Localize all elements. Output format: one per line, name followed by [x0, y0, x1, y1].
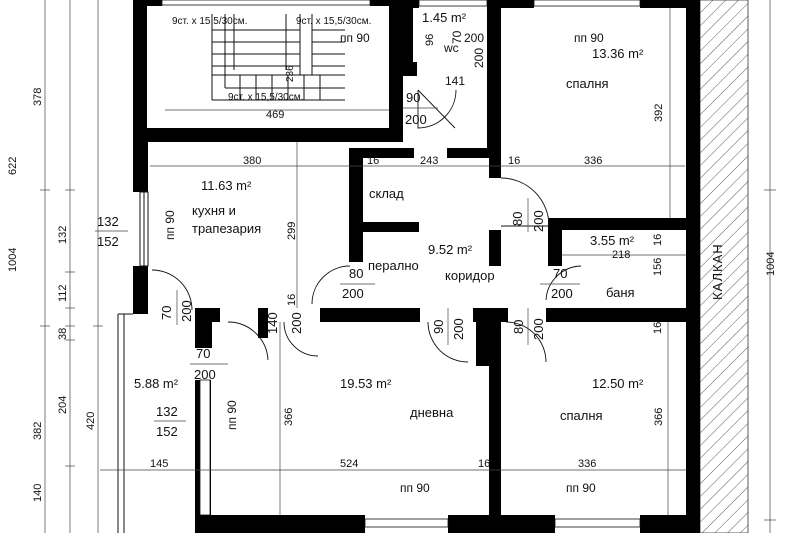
corridor-area: 9.52 m² [428, 242, 473, 257]
firewall-hatch [699, 0, 749, 533]
kitchen-name-2: трапезария [192, 221, 261, 236]
entry-inner-door-h: 200 [194, 367, 216, 382]
bathroom-door-h: 200 [551, 286, 573, 301]
dim-bottom-16: 16 [478, 458, 490, 470]
kitchen-window-frac-bot: 152 [97, 234, 119, 249]
dim-140: 140 [32, 484, 44, 502]
kitchen-living-door-w: 140 [265, 312, 280, 334]
wc-window-vert: 200 [472, 48, 486, 68]
kitchen-living-door-h: 200 [289, 312, 304, 334]
dim-bottom-145: 145 [150, 458, 168, 470]
bedroom-top-door-w: 80 [510, 212, 525, 226]
kitchen-name-1: кухня и [192, 203, 236, 218]
dim-1004-right: 1004 [765, 252, 777, 276]
bedroom-top-name: спалня [566, 76, 609, 91]
kitchen-side-door-w: 70 [159, 306, 174, 320]
dim-living-height: 366 [283, 408, 295, 426]
entry-area: 5.88 m² [134, 376, 179, 391]
dim-kitchen-height: 299 [286, 222, 298, 240]
window-stair-top: пп 90 [340, 31, 370, 45]
staircase: 9ст. х 15,5/30см. 9ст. х 15,5/30см. 9ст.… [165, 14, 395, 121]
kitchen-side-door-h: 200 [179, 300, 194, 322]
stairs-label-top-right: 9ст. х 15,5/30см. [296, 16, 371, 27]
bathroom-door-w: 70 [553, 266, 567, 281]
door-labels: 70 200 200 141 90 200 80 200 80 200 70 2… [159, 30, 580, 382]
bedroom-bottom-area: 12.50 m² [592, 376, 644, 391]
window-entry-side: пп 90 [225, 400, 239, 430]
dim-382: 382 [32, 422, 44, 440]
bedroom-bottom-door-h: 200 [531, 318, 546, 340]
dim-bath-16-bottom: 16 [652, 322, 664, 334]
bedroom-bottom-door-w: 80 [511, 320, 526, 334]
wc-window: 200 [464, 31, 484, 45]
interior-dimensions: 380 16 243 16 336 392 299 16 16 218 156 … [100, 8, 686, 515]
right-dimension: 1004 [764, 0, 777, 533]
dim-132: 132 [57, 226, 69, 244]
dim-bed-top-height: 392 [653, 104, 665, 122]
wc-door-w: 70 [450, 30, 464, 44]
laundry-name: перално [368, 258, 419, 273]
door-swings [151, 89, 582, 363]
wc-area: 1.45 m² [422, 10, 467, 25]
bedroom-top-door-h: 200 [531, 210, 546, 232]
bathroom-area: 3.55 m² [590, 233, 635, 248]
corridor-name: коридор [445, 268, 495, 283]
bedroom-top-area: 13.36 m² [592, 46, 644, 61]
dim-bath-width: 218 [612, 249, 630, 261]
stairs-width: 236 [285, 65, 296, 82]
dim-112: 112 [57, 284, 69, 302]
dim-bottom-524: 524 [340, 458, 358, 470]
kitchen-area: 11.63 m² [201, 178, 252, 193]
living-name: дневна [410, 405, 454, 420]
left-dimension-lines [40, 0, 103, 533]
wc-door-h: 141 [445, 74, 465, 88]
entrance-hall-door-h: 200 [405, 112, 427, 127]
dim-kitchen-width: 380 [243, 155, 261, 167]
room-labels: 1.45 m² wc 13.36 m² спалня пп 90 11.63 m… [134, 10, 644, 495]
dim-bedroom-bottom-height: 366 [653, 408, 665, 426]
dim-204: 204 [57, 396, 69, 414]
dim-1004-left: 1004 [7, 248, 19, 272]
storage-name: склад [369, 186, 404, 201]
stairs-length: 469 [266, 109, 284, 121]
entry-window-frac-bot: 152 [156, 424, 178, 439]
dim-420: 420 [85, 412, 97, 430]
dim-38: 38 [57, 328, 69, 340]
window-fractions: 132 152 пп 90 132 152 пп 90 [95, 210, 239, 439]
entrance-hall-door-w: 90 [406, 90, 420, 105]
dim-bath-16-top: 16 [652, 234, 664, 246]
window-bedroom-top: пп 90 [574, 31, 604, 45]
window-kitchen-side: пп 90 [163, 210, 177, 240]
bathroom-name: баня [606, 285, 635, 300]
living-door-w: 90 [431, 320, 446, 334]
dim-storage-243: 243 [420, 155, 438, 167]
dim-kitchen-16: 16 [286, 294, 298, 306]
dim-bath-height: 156 [652, 258, 664, 276]
window-bedroom-bottom: пп 90 [566, 481, 596, 495]
entry-inner-door-w: 70 [196, 346, 210, 361]
stairs-label-top-left: 9ст. х 15,5/30см. [172, 16, 247, 27]
laundry-door-h: 200 [342, 286, 364, 301]
walls [133, 0, 700, 533]
dim-storage-16: 16 [367, 155, 379, 167]
living-door-h: 200 [451, 318, 466, 340]
dim-wc-96: 96 [424, 34, 436, 46]
left-dimension-texts: 378 622 1004 132 112 38 382 204 420 140 [7, 88, 97, 502]
firewall-label: КАЛКАН [710, 243, 725, 300]
dim-bed-top-width: 336 [584, 155, 602, 167]
dim-bed-top-16: 16 [508, 155, 520, 167]
stairs-label-bottom: 9ст. х 15,5/30см. [228, 92, 303, 103]
dim-378: 378 [32, 88, 44, 106]
window-living-bottom: пп 90 [400, 481, 430, 495]
entry-window-frac-top: 132 [156, 404, 178, 419]
bedroom-bottom-name: спалня [560, 408, 603, 423]
wc-name: wc [443, 41, 459, 55]
living-area: 19.53 m² [340, 376, 392, 391]
windows [117, 0, 641, 533]
dim-622: 622 [7, 157, 19, 175]
dim-bottom-336: 336 [578, 458, 596, 470]
laundry-door-w: 80 [349, 266, 363, 281]
kitchen-window-frac-top: 132 [97, 214, 119, 229]
